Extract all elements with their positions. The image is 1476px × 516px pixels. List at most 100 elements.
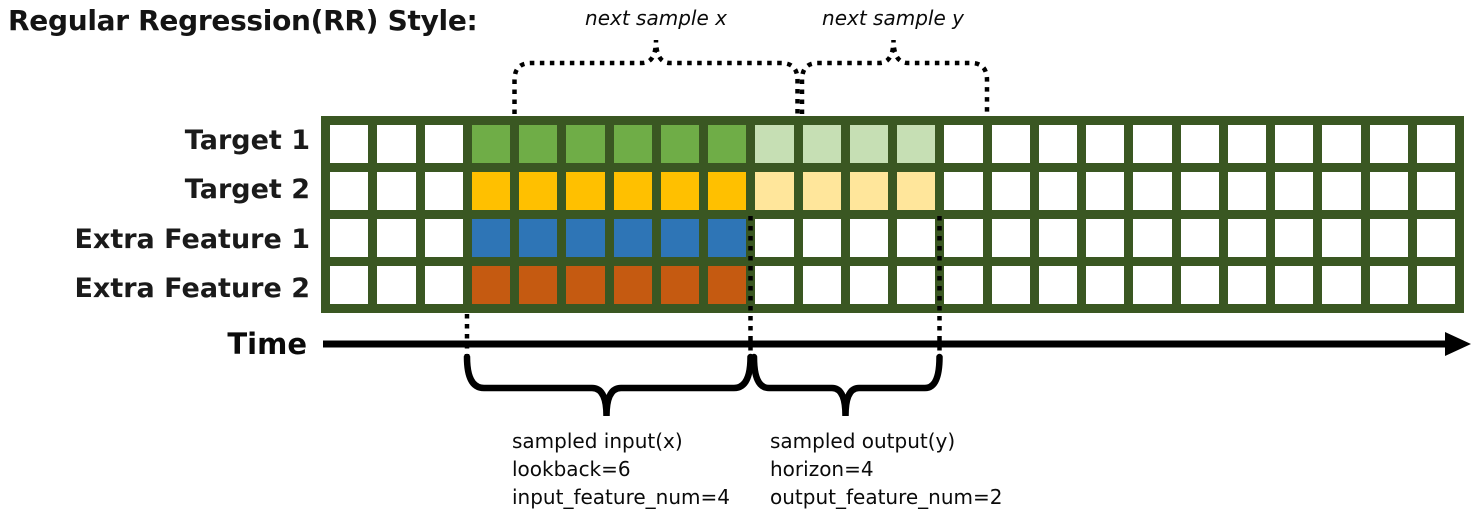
grid-cell — [897, 219, 936, 257]
grid-cell — [1038, 219, 1077, 257]
grid-cell — [377, 266, 416, 304]
grid-cell — [944, 219, 983, 257]
grid-cell — [471, 266, 510, 304]
grid-cell — [1038, 125, 1077, 163]
grid-cell — [330, 266, 369, 304]
grid-cell — [1369, 266, 1408, 304]
grid-cell — [1369, 219, 1408, 257]
grid-cell — [424, 125, 463, 163]
next-sample-y-label: next sample y — [822, 6, 964, 30]
diagram-title: Regular Regression(RR) Style: — [8, 4, 478, 37]
grid-cell — [330, 125, 369, 163]
sample-grid — [321, 116, 1464, 313]
time-axis-label: Time — [227, 327, 307, 361]
grid-cell — [991, 172, 1030, 210]
grid-cell — [660, 219, 699, 257]
grid-cell — [991, 219, 1030, 257]
grid-cell — [1416, 219, 1455, 257]
grid-cell — [519, 125, 558, 163]
grid-cell — [944, 266, 983, 304]
grid-cell — [849, 172, 888, 210]
grid-cell — [660, 172, 699, 210]
grid-cell — [1369, 125, 1408, 163]
grid-cell — [660, 125, 699, 163]
grid-cell — [1322, 266, 1361, 304]
grid-cell — [1086, 172, 1125, 210]
grid-cell — [1275, 172, 1314, 210]
grid-cell — [991, 125, 1030, 163]
grid-cell — [708, 172, 747, 210]
input-feature-num-value: input_feature_num=4 — [512, 485, 730, 509]
grid-cell — [991, 266, 1030, 304]
horizon-value: horizon=4 — [770, 457, 874, 481]
grid-cell — [330, 219, 369, 257]
grid-cell — [519, 172, 558, 210]
grid-cell — [1416, 266, 1455, 304]
grid-cell — [944, 172, 983, 210]
grid-cell — [1133, 172, 1172, 210]
lookback-value: lookback=6 — [512, 457, 631, 481]
grid-cell — [1180, 219, 1219, 257]
grid-cell — [1322, 125, 1361, 163]
grid-cell — [802, 219, 841, 257]
grid-cell — [802, 125, 841, 163]
row-label-target-2: Target 2 — [184, 174, 310, 206]
grid-cell — [660, 266, 699, 304]
grid-cell — [755, 219, 794, 257]
sampled-input-title: sampled input(x) — [512, 429, 683, 453]
grid-cell — [1086, 266, 1125, 304]
grid-cell — [471, 219, 510, 257]
next-sample-y-brace — [799, 39, 990, 114]
grid-cell — [849, 219, 888, 257]
row-label-target-1: Target 1 — [184, 125, 310, 156]
sampled-output-annotation: sampled output(y) horizon=4 output_featu… — [770, 427, 1003, 511]
grid-cell — [1133, 125, 1172, 163]
grid-cell — [897, 266, 936, 304]
grid-cell — [1180, 172, 1219, 210]
grid-cell — [1322, 219, 1361, 257]
grid-cell — [377, 172, 416, 210]
grid-cell — [1322, 172, 1361, 210]
grid-cell — [1275, 266, 1314, 304]
grid-cell — [897, 125, 936, 163]
grid-cell — [1227, 219, 1266, 257]
grid-cell — [1227, 266, 1266, 304]
grid-cell — [1180, 125, 1219, 163]
grid-cell — [566, 219, 605, 257]
grid-cell — [1180, 266, 1219, 304]
grid-cell — [1369, 172, 1408, 210]
grid-cell — [944, 125, 983, 163]
grid-cell — [519, 266, 558, 304]
grid-cell — [424, 266, 463, 304]
next-sample-x-brace — [512, 39, 800, 114]
grid-cell — [708, 125, 747, 163]
grid-cell — [755, 172, 794, 210]
sampled-input-brace — [463, 353, 754, 417]
grid-cell — [424, 219, 463, 257]
grid-cell — [519, 219, 558, 257]
grid-cell — [613, 219, 652, 257]
grid-cell — [1416, 172, 1455, 210]
grid-cell — [849, 125, 888, 163]
grid-cell — [1038, 266, 1077, 304]
grid-cell — [1086, 219, 1125, 257]
grid-cell — [471, 125, 510, 163]
grid-cell — [1133, 266, 1172, 304]
grid-cell — [424, 172, 463, 210]
grid-cell — [330, 172, 369, 210]
grid-cell — [471, 172, 510, 210]
next-sample-x-label: next sample x — [585, 6, 727, 30]
grid-cell — [708, 219, 747, 257]
grid-cell — [755, 266, 794, 304]
grid-cell — [802, 266, 841, 304]
grid-cell — [566, 266, 605, 304]
grid-cell — [1275, 219, 1314, 257]
grid-cell — [613, 125, 652, 163]
grid-cell — [1416, 125, 1455, 163]
grid-cell — [377, 219, 416, 257]
grid-cell — [849, 266, 888, 304]
grid-cell — [613, 266, 652, 304]
grid-cell — [1086, 125, 1125, 163]
grid-cell — [377, 125, 416, 163]
